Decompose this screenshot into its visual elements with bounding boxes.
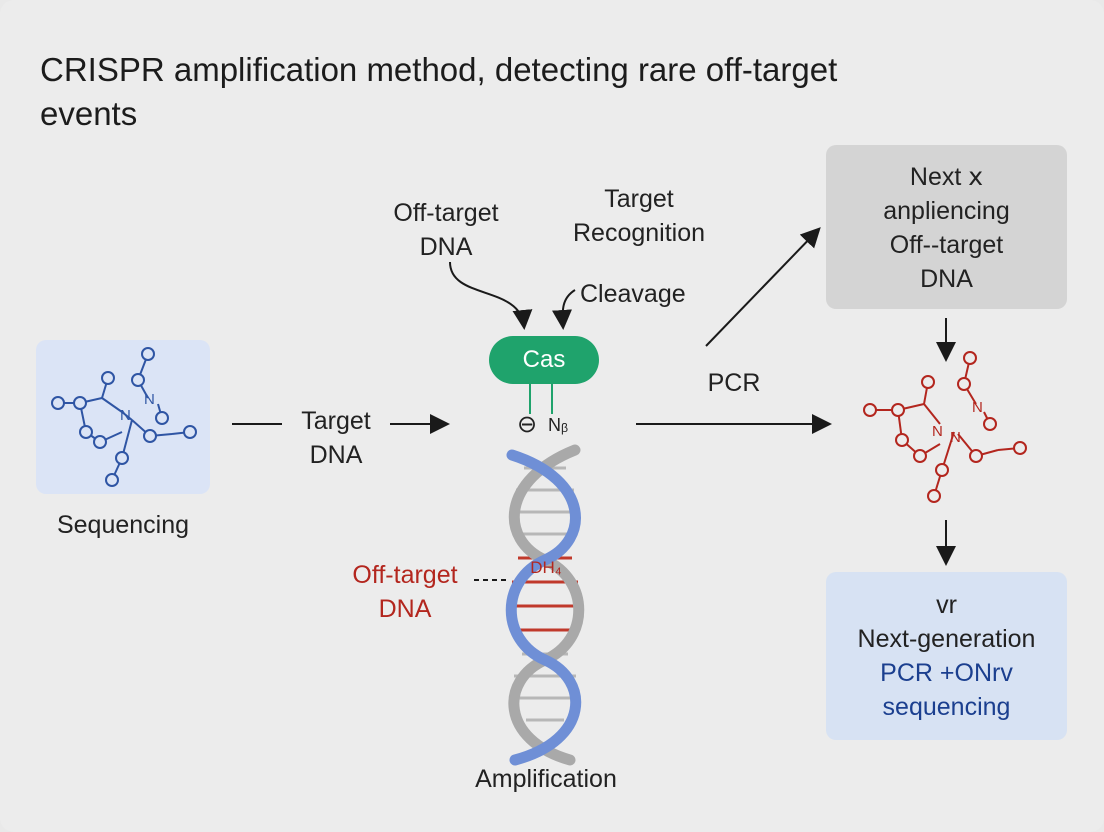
arrow-off-target-to-cas [449,261,533,330]
next-box-text: Next ⅹ anpliencing Off--target DNA [826,160,1067,296]
next-amplifying-box [826,145,1067,309]
svg-text:N: N [972,399,983,416]
page-title: CRISPR amplification method, detecting r… [40,51,838,132]
blue-molecule-icon: N N [51,347,197,487]
arrow-cleavage-to-cas [552,289,576,330]
label-cleavage: Cleavage [580,280,686,308]
next-box-line1: Next ⅹ [909,163,984,191]
ngs-box-line2: Next-generation [857,625,1036,653]
label-pcr: PCR [707,369,761,397]
dna-tag-label: DH₄ [530,558,562,577]
ngs-box-line3: PCR +ONrv [880,659,1013,687]
svg-text:N: N [932,423,943,440]
next-generation-sequencing-box [826,572,1067,740]
next-box-line4: DNA [920,265,973,293]
arrow-to-next-box [705,227,821,347]
label-off-target-top: Off-target DNA [393,199,499,261]
svg-text:N: N [120,407,131,424]
ngs-box-text: vr Next-generation PCR +ONrv sequencing [826,588,1067,724]
svg-text:N: N [950,429,961,446]
n-label: Nᵦ [548,415,568,435]
dna-helix-icon [505,444,585,766]
label-off-target-red: Off-target DNA [352,561,458,623]
label-target-recognition: Target Recognition [572,185,706,247]
label-amplification: Amplification [475,765,617,793]
ngs-box-line1: vr [936,591,957,619]
next-box-line3: Off--target [889,231,1004,259]
red-molecule-icon: N N N [863,351,1027,503]
sequencing-molecule-box [36,340,210,494]
label-sequencing: Sequencing [56,511,190,539]
minus-symbol: ⊖ [516,411,538,438]
next-box-line2: anpliencing [883,197,1010,225]
svg-text:N: N [144,391,155,408]
label-target-dna: Target DNA [301,407,371,469]
ngs-box-line4: sequencing [882,693,1011,721]
cas-protein: Cas [489,336,599,384]
